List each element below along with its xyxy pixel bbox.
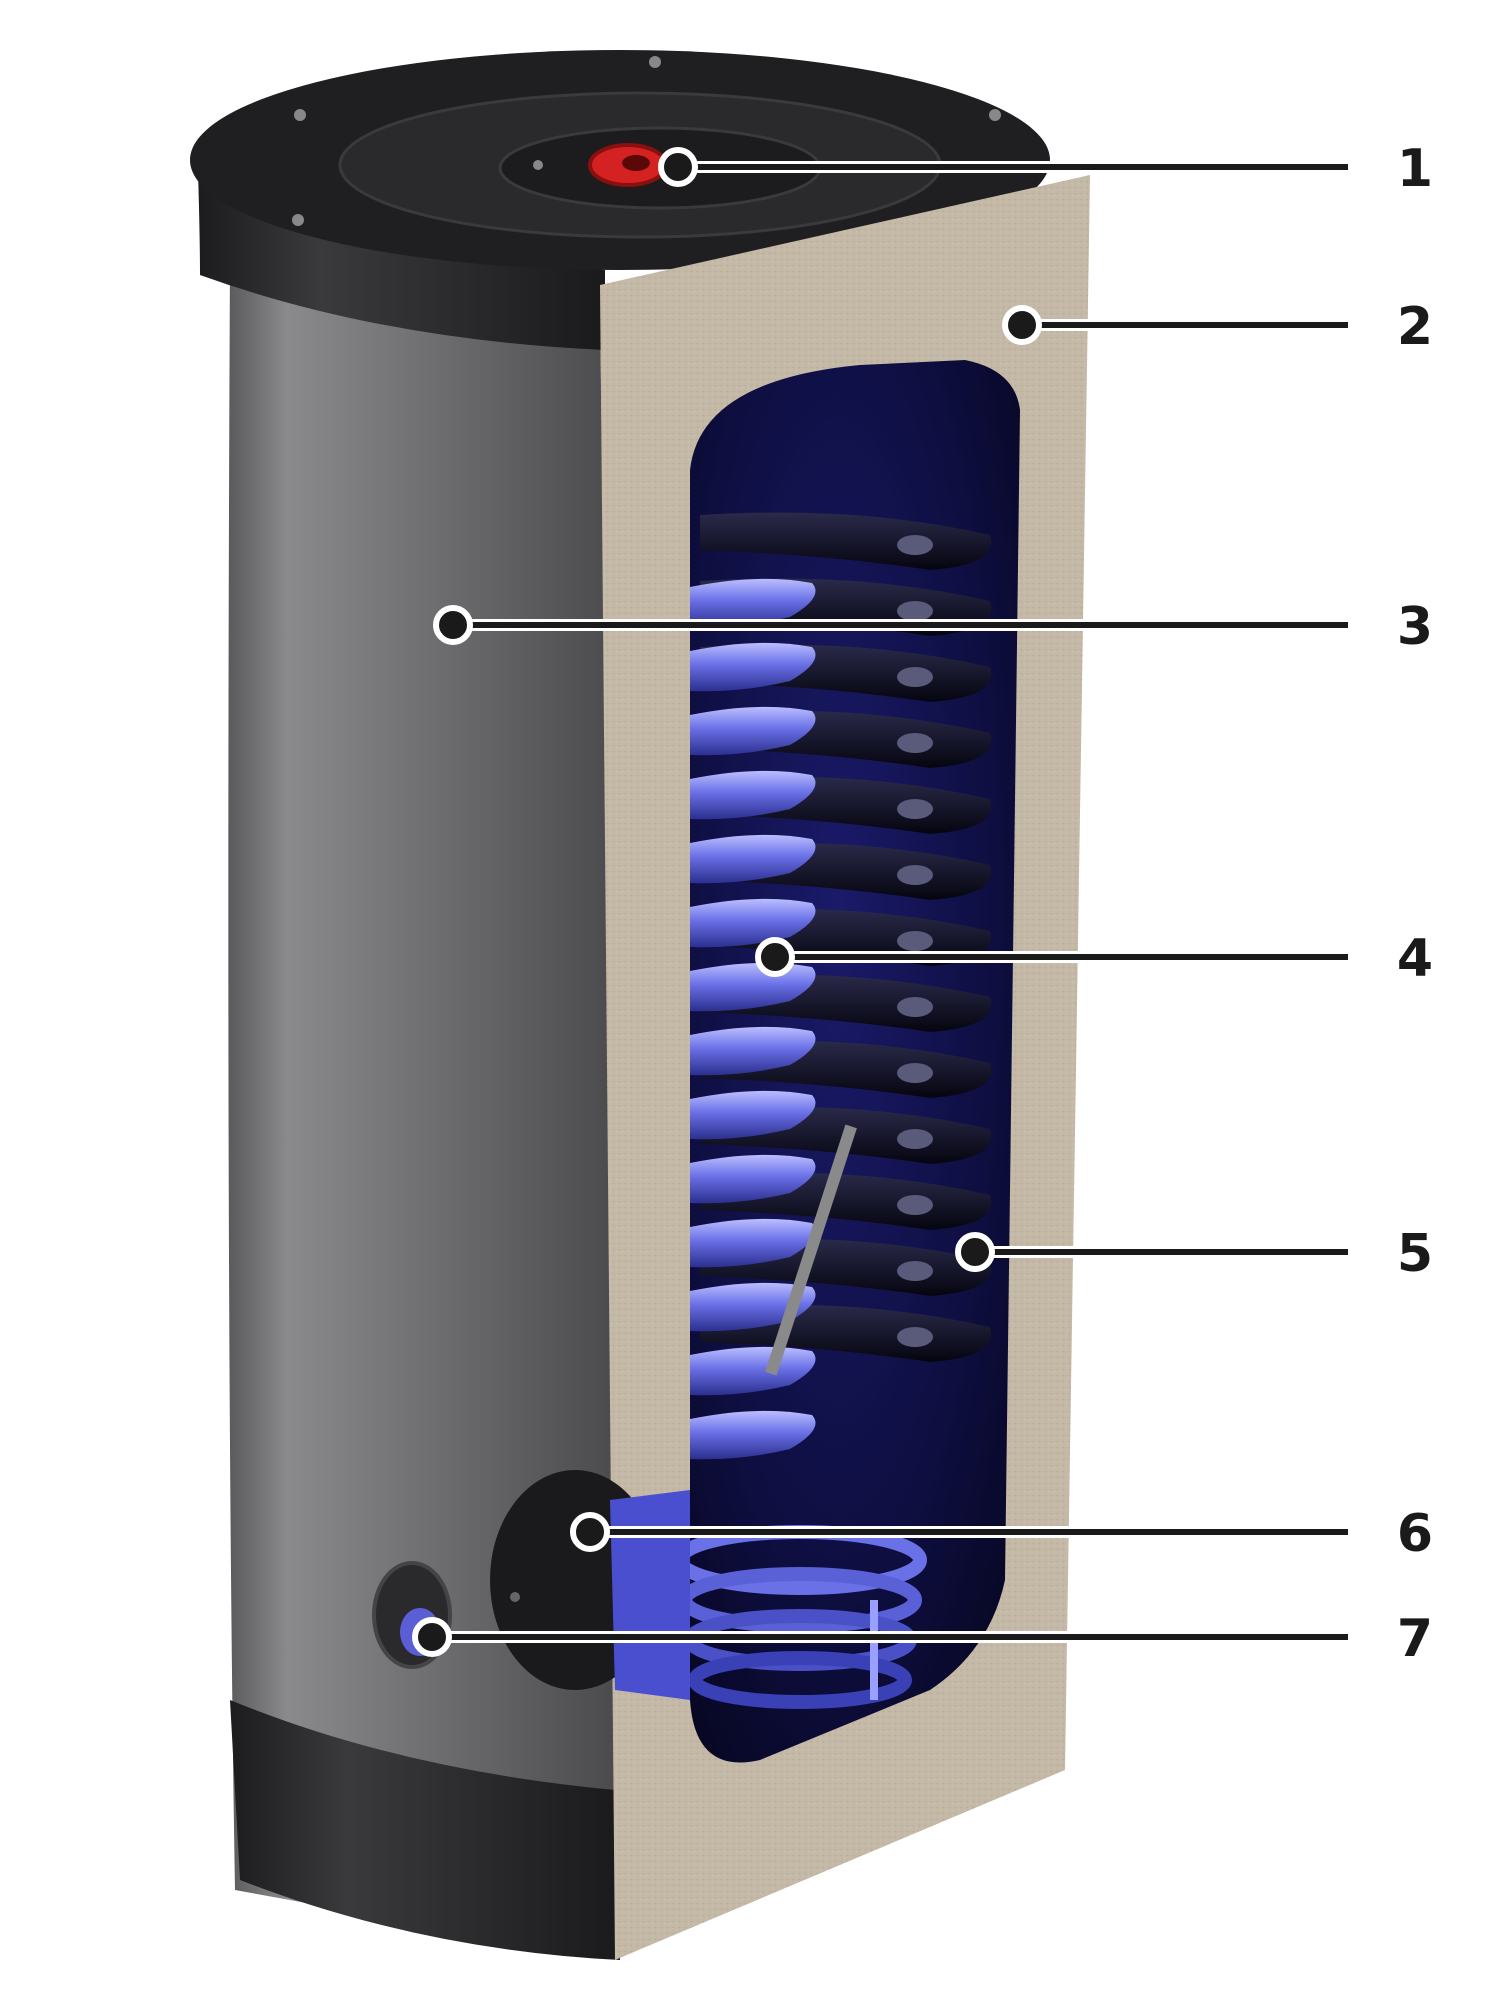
blue-coil-turn — [690, 834, 816, 884]
blue-coil-turn — [690, 1090, 816, 1140]
callout-dot — [658, 147, 698, 187]
blue-coil-turn — [690, 1154, 816, 1204]
tank-shell — [228, 260, 621, 1960]
blue-coil-turn — [690, 1410, 816, 1460]
callout-dot — [570, 1512, 610, 1552]
dark-coil-end — [897, 1063, 933, 1083]
dark-coil-end — [897, 865, 933, 885]
callout-label-7: 7 — [1397, 1609, 1433, 1669]
blue-heating-coil — [690, 578, 816, 1460]
callout-label-6: 6 — [1397, 1504, 1433, 1564]
callout-label-5: 5 — [1397, 1224, 1433, 1284]
dark-coil-end — [897, 667, 933, 687]
blue-coil-turn — [690, 1218, 816, 1268]
callouts: 1 2 3 4 5 6 7 — [412, 139, 1433, 1669]
blue-coil-turn — [690, 770, 816, 820]
callout-label-2: 2 — [1397, 297, 1433, 357]
callout-label-4: 4 — [1397, 929, 1433, 989]
dark-coil-end — [897, 1327, 933, 1347]
dark-coil-end — [897, 1129, 933, 1149]
blue-coil-turn — [690, 578, 816, 628]
blue-coil-turn — [690, 962, 816, 1012]
callout-label-3: 3 — [1397, 597, 1433, 657]
callout-label-1: 1 — [1397, 139, 1433, 199]
blue-coil-turn — [690, 706, 816, 756]
anode-rod — [765, 1124, 857, 1376]
dark-coil-turn — [700, 512, 992, 570]
dark-coil-end — [897, 1195, 933, 1215]
dark-coil-end — [897, 601, 933, 621]
callout-dot — [1002, 305, 1042, 345]
tank-body — [198, 170, 621, 1960]
dark-coil-end — [897, 931, 933, 951]
dark-coil-end — [897, 1261, 933, 1281]
dark-coil-end — [897, 535, 933, 555]
tank-lid — [190, 50, 1050, 270]
callout-dot — [955, 1232, 995, 1272]
blue-coil-turn — [690, 1346, 816, 1396]
blue-coil-turn — [690, 898, 816, 948]
blue-coil-turn — [690, 642, 816, 692]
callout-dot — [433, 605, 473, 645]
callout-dot — [755, 937, 795, 977]
dark-coil-end — [897, 997, 933, 1017]
blue-coil-turn — [690, 1026, 816, 1076]
bottom-band — [230, 1700, 620, 1960]
dark-coil-end — [897, 799, 933, 819]
dark-coil-end — [897, 733, 933, 753]
callout-dot — [412, 1617, 452, 1657]
